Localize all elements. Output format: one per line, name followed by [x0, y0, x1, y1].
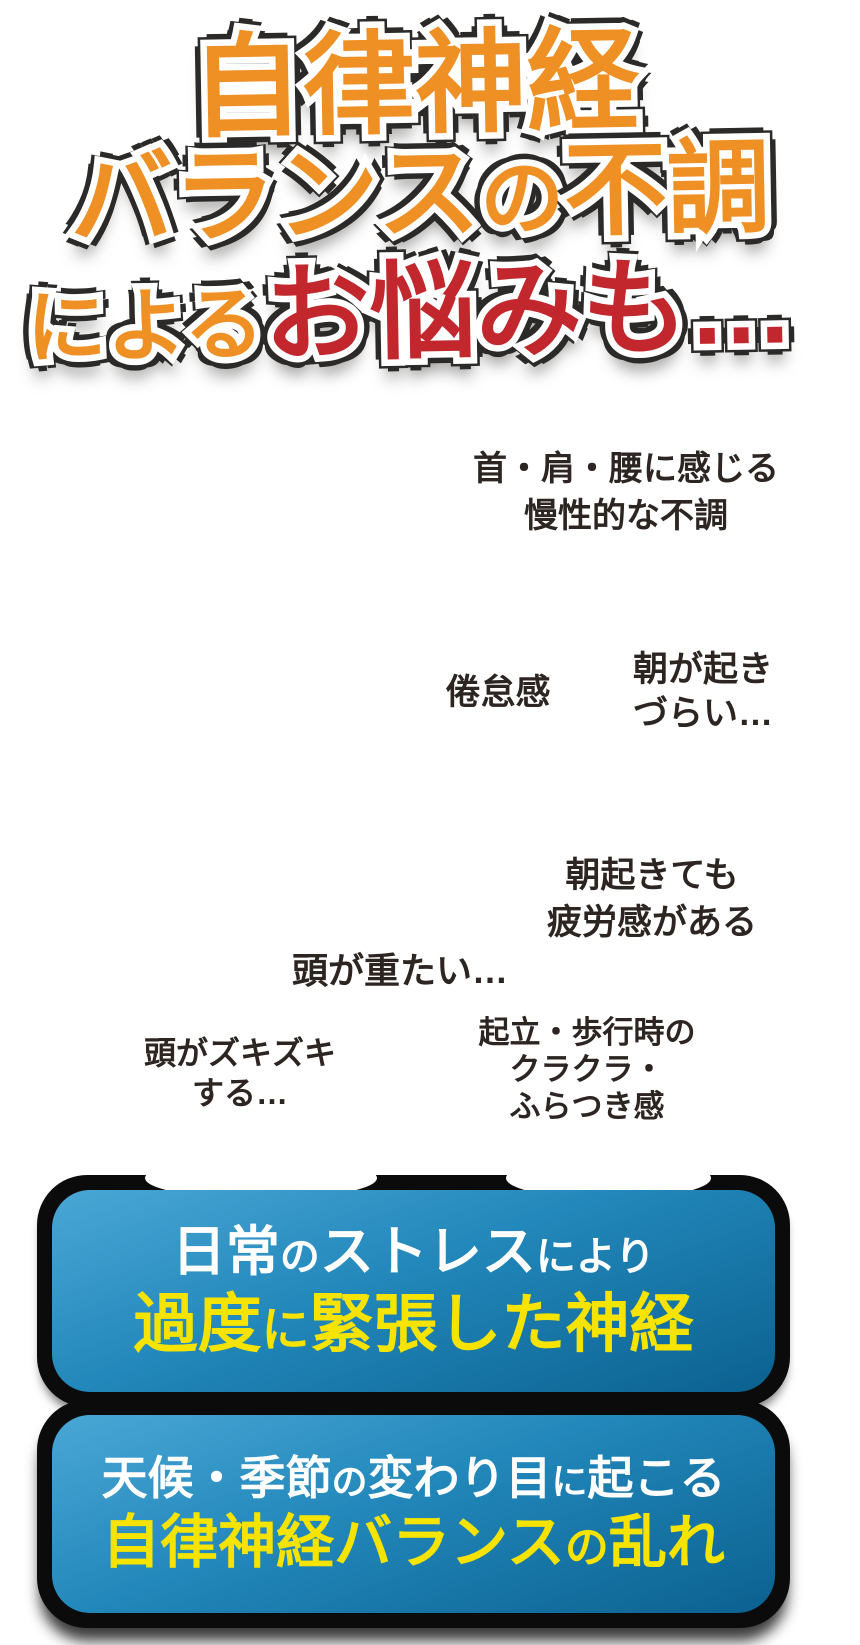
symptom-throbbing-head: 頭がズキズキする…	[143, 1035, 337, 1111]
headline-line-3: によるお悩みも… によるお悩みも…	[19, 241, 801, 381]
cause-box-weather: 天候・季節の変わり目に起こる 自律神経バランスの乱れ	[37, 1400, 790, 1628]
symptom-fatigue: 倦怠感	[445, 673, 551, 712]
cause-weather-line-2: 自律神経バランスの乱れ	[102, 1509, 725, 1575]
headline-line-2-text: バランスの不調	[69, 129, 771, 258]
symptom-hard-to-wake: 朝が起きづらい…	[632, 650, 774, 733]
cause-box-weather-body: 天候・季節の変わり目に起こる 自律神経バランスの乱れ	[52, 1415, 775, 1613]
symptom-heavy-head: 頭が重たい…	[291, 950, 509, 991]
headline-line-1: 自律神経 自律神経	[183, 12, 646, 158]
headline-line-1-text: 自律神経	[189, 18, 641, 151]
cause-stress-line-2: 過度に緊張した神経	[133, 1287, 694, 1360]
symptom-tired-after-waking: 朝起きても疲労感がある	[546, 856, 758, 942]
cause-stress-line-1: 日常のストレスにより	[171, 1222, 656, 1283]
symptom-neck-shoulder-back: 首・肩・腰に感じる慢性的な不調	[473, 450, 779, 535]
headline-line-3-text: によるお悩みも…	[25, 247, 795, 375]
symptom-dizziness: 起立・歩行時のクラクラ・ふらつき感	[478, 1015, 696, 1124]
cause-weather-line-1: 天候・季節の変わり目に起こる	[101, 1452, 726, 1505]
cause-box-stress-body: 日常のストレスにより 過度に緊張した神経	[52, 1190, 775, 1392]
cause-box-stress: 日常のストレスにより 過度に緊張した神経	[37, 1175, 790, 1407]
headline-line-2: バランスの不調 バランスの不調	[63, 123, 778, 263]
